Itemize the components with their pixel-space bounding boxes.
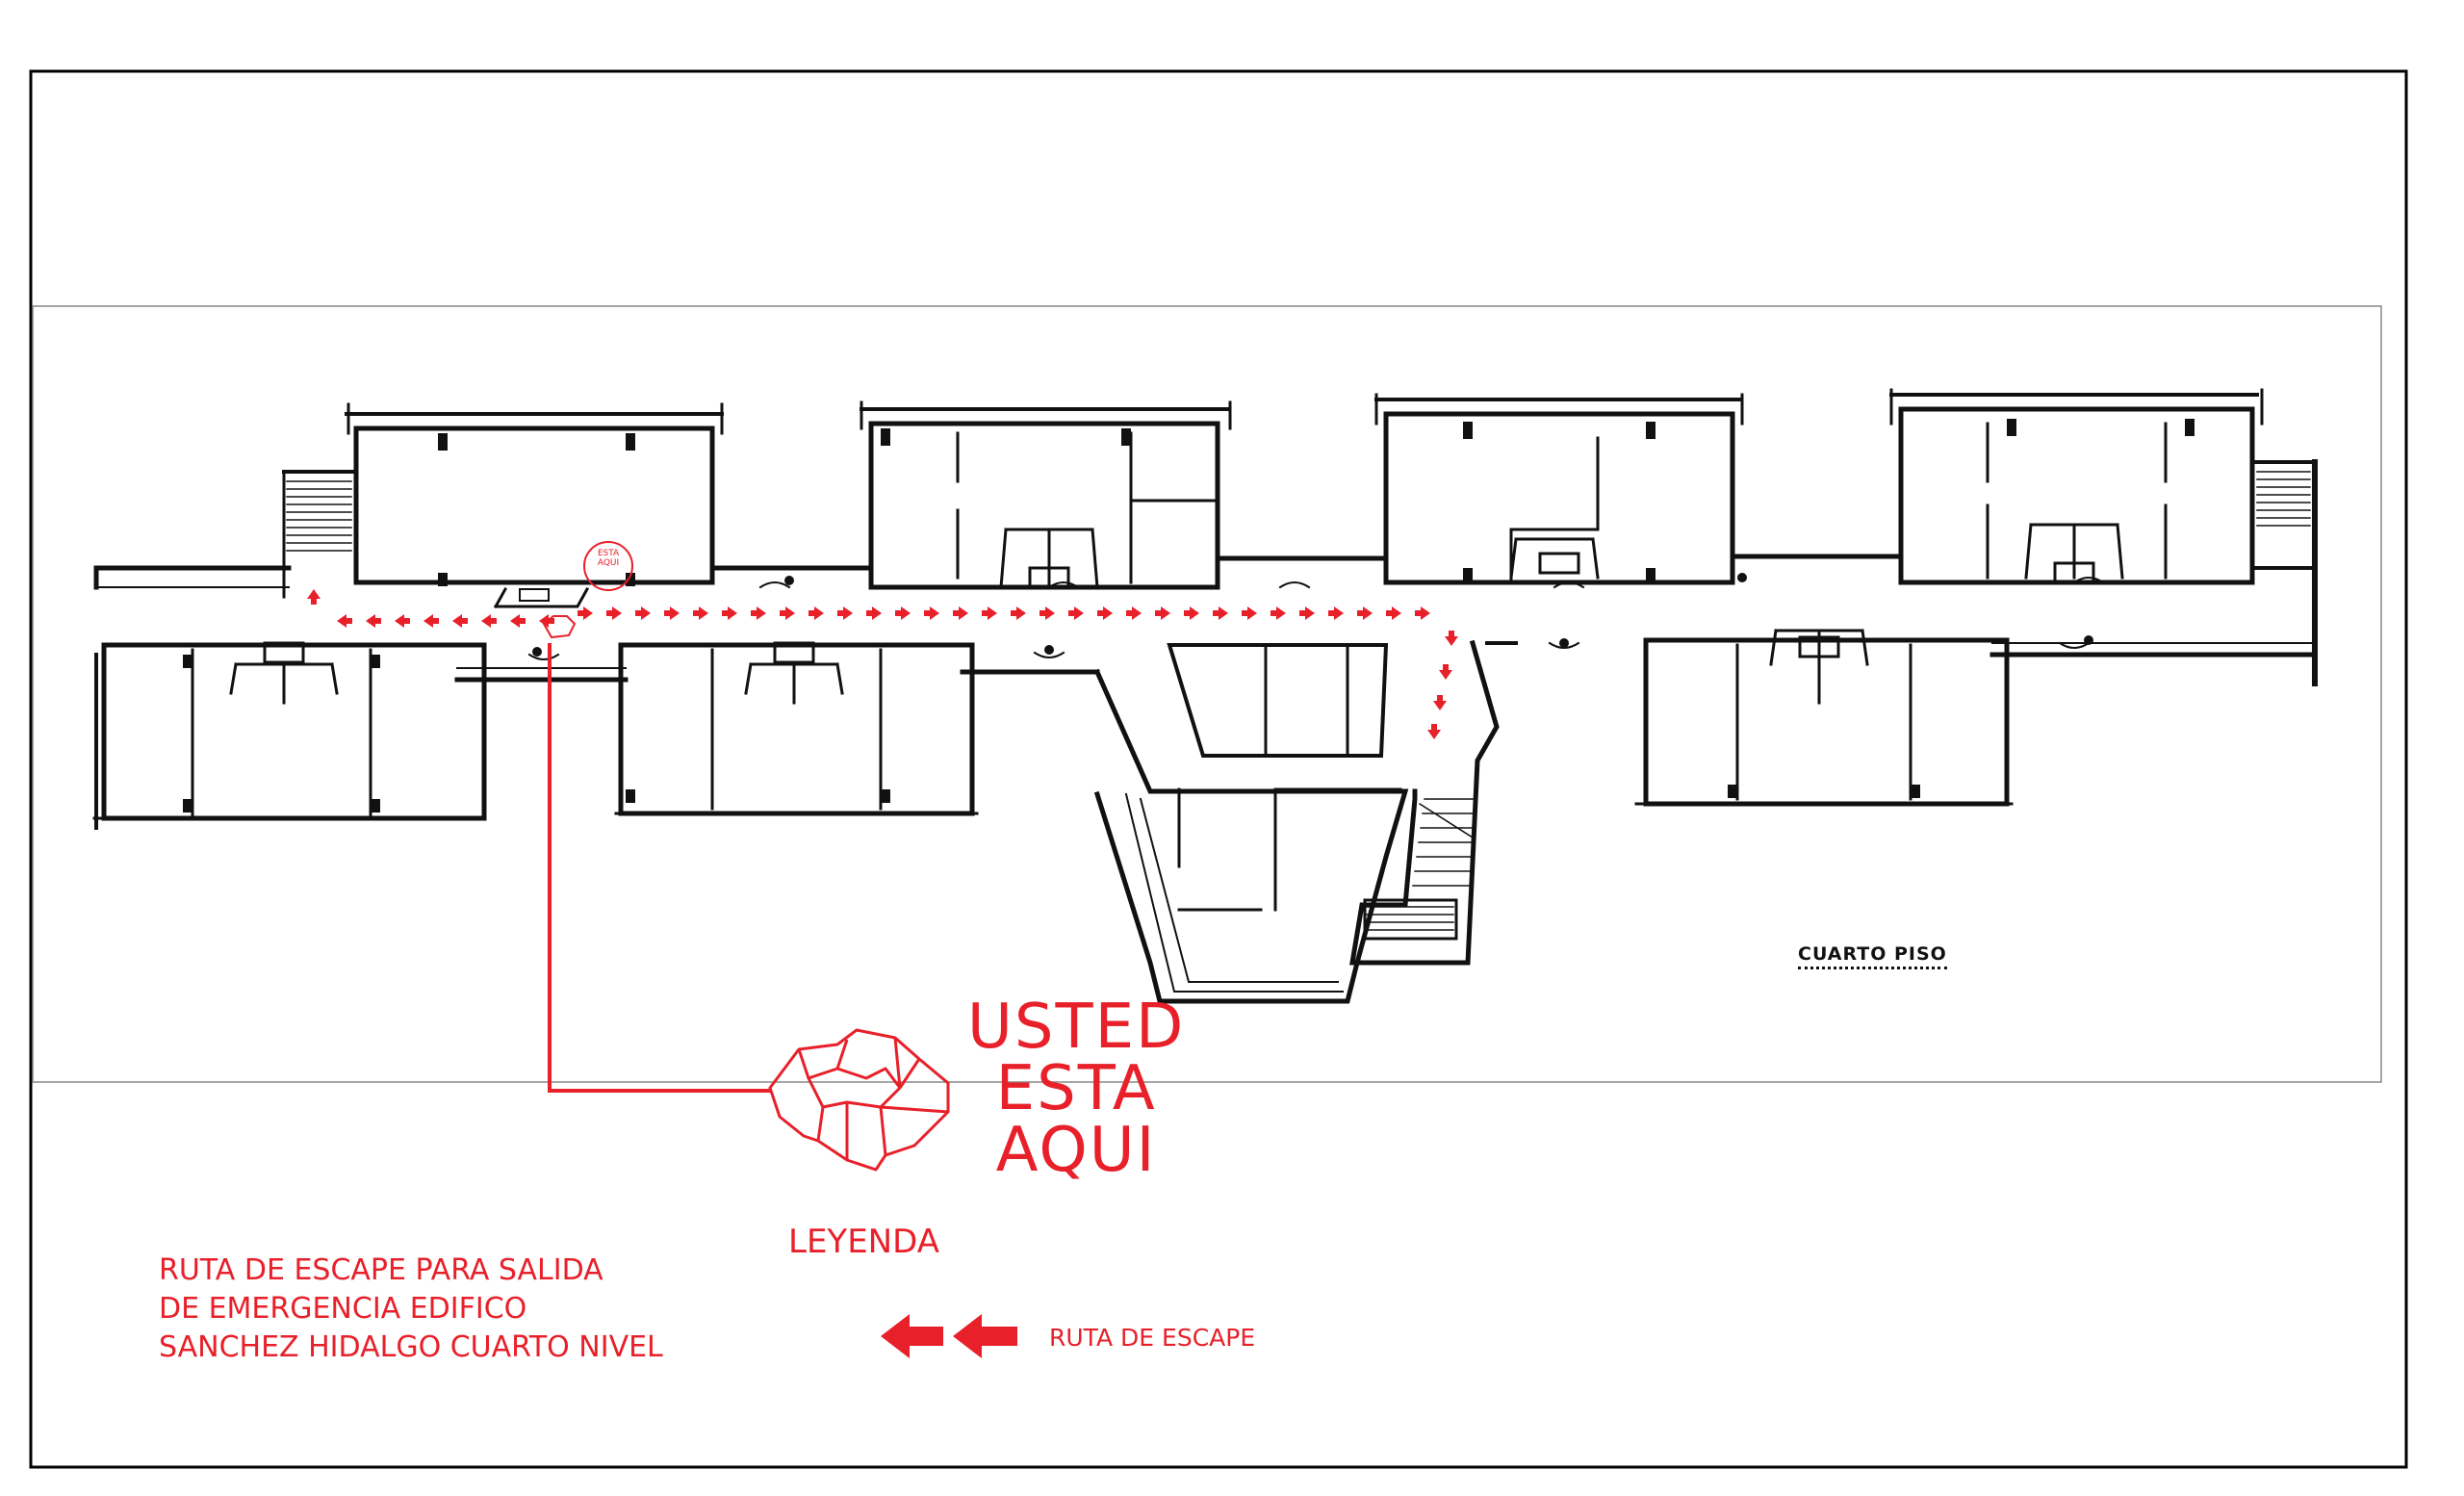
route-arrow: [837, 606, 853, 620]
route-arrow: [307, 589, 321, 605]
route-arrow: [1357, 606, 1373, 620]
route-arrow: [1299, 606, 1315, 620]
leader-line: [548, 643, 770, 1093]
route-arrow: [395, 614, 410, 628]
route-arrow: [693, 606, 708, 620]
route-arrow: [866, 606, 882, 620]
route-arrow: [1328, 606, 1344, 620]
legend-arrow-2: [953, 1314, 1017, 1358]
route-arrow: [924, 606, 939, 620]
route-arrow: [1126, 606, 1142, 620]
route-arrow: [1445, 631, 1458, 646]
route-arrow: [664, 606, 680, 620]
route-arrow: [424, 614, 439, 628]
you-are-here-line2: ESTA: [995, 1053, 1157, 1124]
route-arrow: [1270, 606, 1286, 620]
plan-frame: [32, 305, 2382, 1083]
route-arrow: [1213, 606, 1228, 620]
building-walls: [92, 388, 2318, 1004]
route-description-line2: DE EMERGENCIA EDIFICO: [159, 1292, 527, 1326]
route-arrow: [452, 614, 468, 628]
legend-title: LEYENDA: [788, 1223, 939, 1261]
route-arrow: [780, 606, 795, 620]
route-arrow: [481, 614, 497, 628]
route-arrow: [1011, 606, 1026, 620]
route-arrow: [1427, 724, 1441, 739]
here-small-label: ESTA AQUI: [597, 549, 620, 568]
route-arrow: [1184, 606, 1199, 620]
route-arrow: [606, 606, 622, 620]
legend-route-label: RUTA DE ESCAPE: [1049, 1324, 1256, 1352]
route-arrow: [1415, 606, 1430, 620]
route-arrow: [366, 614, 381, 628]
route-arrow: [1242, 606, 1257, 620]
route-arrow: [895, 606, 911, 620]
route-arrow: [337, 614, 352, 628]
legend-arrows: [881, 1314, 1017, 1358]
you-are-here-label: USTED ESTA AQUI: [967, 996, 1185, 1181]
route-arrow: [1068, 606, 1084, 620]
legend-arrow-1: [881, 1314, 943, 1358]
route-arrow: [1155, 606, 1170, 620]
route-description: RUTA DE ESCAPE PARA SALIDA DE EMERGENCIA…: [159, 1251, 663, 1367]
here-small-shape: [542, 615, 577, 639]
floor-label: CUARTO PISO: [1798, 943, 1947, 969]
you-are-here-line3: AQUI: [995, 1115, 1157, 1186]
escape-route-arrows: [307, 589, 1458, 739]
route-arrow: [1040, 606, 1055, 620]
route-description-line1: RUTA DE ESCAPE PARA SALIDA: [159, 1253, 603, 1287]
route-arrow: [751, 606, 766, 620]
route-arrow: [510, 614, 526, 628]
route-arrow: [722, 606, 737, 620]
route-arrow: [1097, 606, 1113, 620]
here-small-marker: [583, 541, 633, 591]
you-are-here-shape: [768, 1028, 950, 1172]
route-arrow: [578, 606, 593, 620]
route-arrow: [982, 606, 997, 620]
route-arrow: [953, 606, 968, 620]
route-arrow: [635, 606, 651, 620]
sheet-border: [29, 69, 2408, 1469]
route-description-line3: SANCHEZ HIDALGO CUARTO NIVEL: [159, 1330, 663, 1364]
route-arrow: [1386, 606, 1401, 620]
columns: [183, 419, 2194, 812]
route-arrow: [808, 606, 824, 620]
route-arrow: [1439, 664, 1452, 680]
you-are-here-line1: USTED: [967, 992, 1186, 1063]
route-arrow: [1433, 695, 1447, 710]
